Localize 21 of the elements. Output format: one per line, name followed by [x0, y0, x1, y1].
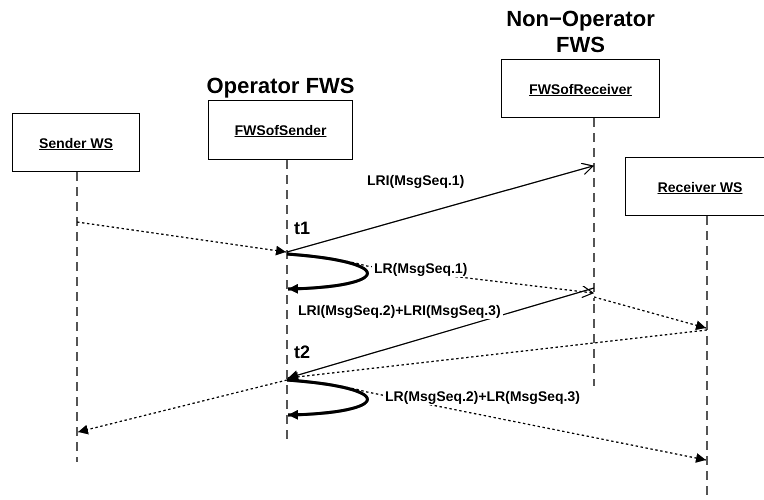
message-arrow	[78, 379, 288, 434]
participant-name: Sender WS	[39, 134, 113, 150]
self-message-arrow	[286, 252, 369, 294]
message-arrow	[594, 296, 706, 330]
group-heading: Operator FWS	[206, 73, 356, 99]
message-arrow	[288, 287, 594, 380]
group-heading: Non−Operator FWS	[505, 6, 656, 58]
time-label: t1	[294, 218, 310, 239]
participant-name: FWSofSender	[234, 122, 326, 138]
edge-label: LR(MsgSeq.1)	[372, 260, 470, 277]
edge-label: LRI(MsgSeq.2)+LRI(MsgSeq.3)	[296, 302, 503, 319]
edge-label: LRI(MsgSeq.1)	[365, 172, 466, 189]
self-message-arrow	[286, 378, 369, 420]
message-arrow	[286, 162, 594, 253]
message-arrow	[76, 221, 286, 256]
edge-label: LR(MsgSeq.2)+LR(MsgSeq.3)	[383, 388, 582, 405]
time-label: t2	[294, 342, 310, 363]
message-arrow	[288, 329, 708, 382]
participant-name: Receiver WS	[658, 178, 742, 194]
participant-name: FWSofReceiver	[529, 80, 632, 96]
message-arrow	[286, 379, 706, 463]
